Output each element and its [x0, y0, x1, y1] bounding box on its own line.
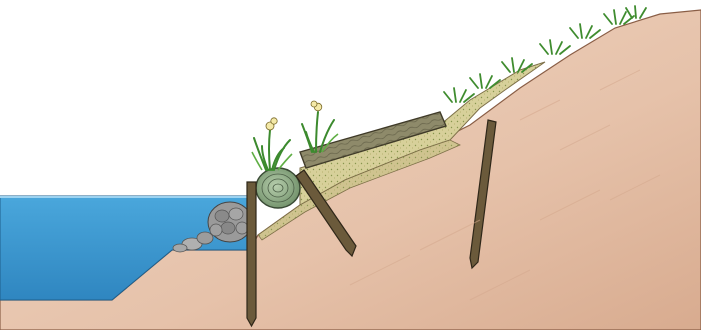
front-stake — [247, 182, 256, 326]
coir-roll — [256, 168, 300, 208]
flowering-plant — [252, 118, 292, 170]
